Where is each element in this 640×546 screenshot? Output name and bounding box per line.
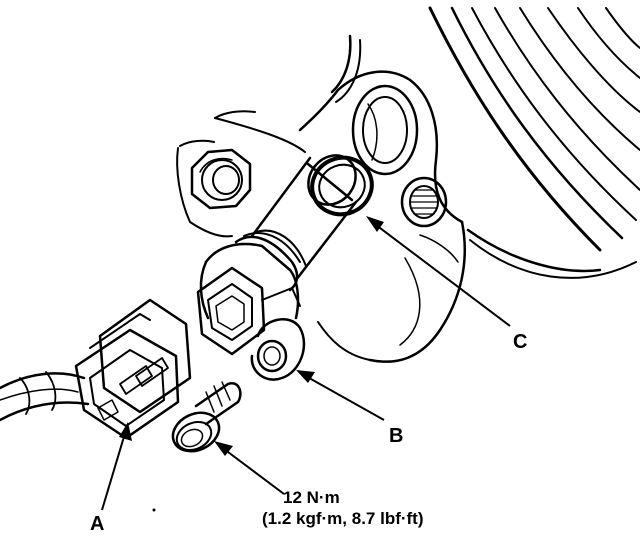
- harness-connector: [0, 298, 192, 440]
- tire: [428, 6, 640, 279]
- hex-nut: [190, 148, 252, 210]
- torque-imperial-label: (1.2 kgf·m, 8.7 lbf·ft): [262, 509, 424, 528]
- position-sensor: [196, 154, 358, 381]
- threaded-hole: [400, 176, 448, 228]
- callout-c-label: C: [513, 331, 527, 353]
- knuckle-housing: [176, 34, 466, 363]
- callout-b-label: B: [389, 425, 403, 447]
- o-ring: [310, 155, 374, 217]
- leader-lines: [101, 216, 511, 511]
- print-speck: [152, 508, 156, 512]
- flange-bolt: [171, 381, 242, 453]
- callout-a-label: A: [90, 513, 104, 535]
- torque-metric-label: 12 N·m: [283, 488, 340, 507]
